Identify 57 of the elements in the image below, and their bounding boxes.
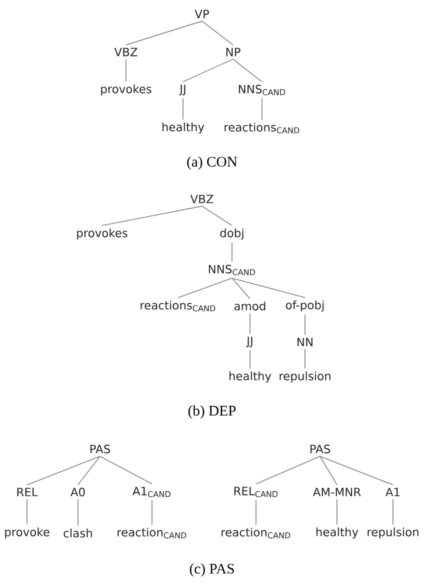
node-label: healthy <box>162 122 204 134</box>
node-label: JJ <box>246 336 252 348</box>
tree-branch <box>256 456 320 484</box>
tree-branch <box>232 278 306 298</box>
subfigure-caption: (c) PAS <box>190 563 234 577</box>
tree-branch <box>126 20 202 46</box>
node-label: reactions$_{CAND}$ <box>140 300 216 312</box>
node-label: healthy <box>316 527 358 539</box>
tree-branch <box>336 498 338 525</box>
node-label: reactions$_{CAND}$ <box>224 122 300 134</box>
node-label: amod <box>234 302 266 310</box>
node-label: VBZ <box>190 194 214 204</box>
node-label: PAS <box>310 444 330 454</box>
tree-branch <box>232 278 250 300</box>
tree-branch <box>100 456 152 484</box>
node-label: reaction$_{CAND}$ <box>118 528 186 538</box>
node-label: JJ <box>179 84 186 96</box>
tree-branch <box>202 20 234 46</box>
tree-branch <box>304 348 306 369</box>
node-label: clash <box>64 528 92 538</box>
node-label: PAS <box>90 444 110 454</box>
node-label: provokes <box>77 228 128 240</box>
node-label: NNS$_{CAND}$ <box>208 264 256 276</box>
node-label: A0 <box>70 488 85 496</box>
tree-branch <box>392 498 394 525</box>
subfigure-caption: (a) CON <box>187 156 238 170</box>
tree-branch <box>320 456 394 486</box>
node-label: provokes <box>101 84 152 96</box>
tree-branch <box>26 456 100 486</box>
tree-branch <box>202 206 232 226</box>
node-label: healthy <box>230 371 272 383</box>
tree-branch <box>182 58 234 82</box>
node-label: reaction$_{CAND}$ <box>222 528 290 538</box>
tree-branch <box>102 206 202 226</box>
node-label: NN <box>298 338 312 346</box>
tree-branch <box>320 456 338 486</box>
tree-branch <box>26 498 28 525</box>
tree-branch <box>182 98 184 120</box>
node-label: REL$_{CAND}$ <box>234 486 278 498</box>
node-label: of-pobj <box>286 300 324 312</box>
node-label: NP <box>226 48 240 56</box>
node-label: NNS$_{CAND}$ <box>238 84 286 96</box>
node-label: dobj <box>220 228 244 240</box>
node-label: repulsion <box>368 527 418 539</box>
node-label: A1 <box>386 488 400 496</box>
subfigure-caption: (b) DEP <box>188 405 236 419</box>
node-label: REL <box>17 488 38 496</box>
tree-branch <box>78 456 100 486</box>
node-label: VP <box>194 10 209 18</box>
tree-branch <box>304 314 306 336</box>
node-label: VBZ <box>114 48 138 56</box>
node-label: AM-MNR <box>312 488 361 496</box>
node-label: A1$_{CAND}$ <box>132 486 170 498</box>
node-label: provoke <box>5 527 50 539</box>
tree-branch <box>232 58 262 82</box>
node-label: repulsion <box>280 371 330 383</box>
tree-branch <box>178 278 232 298</box>
